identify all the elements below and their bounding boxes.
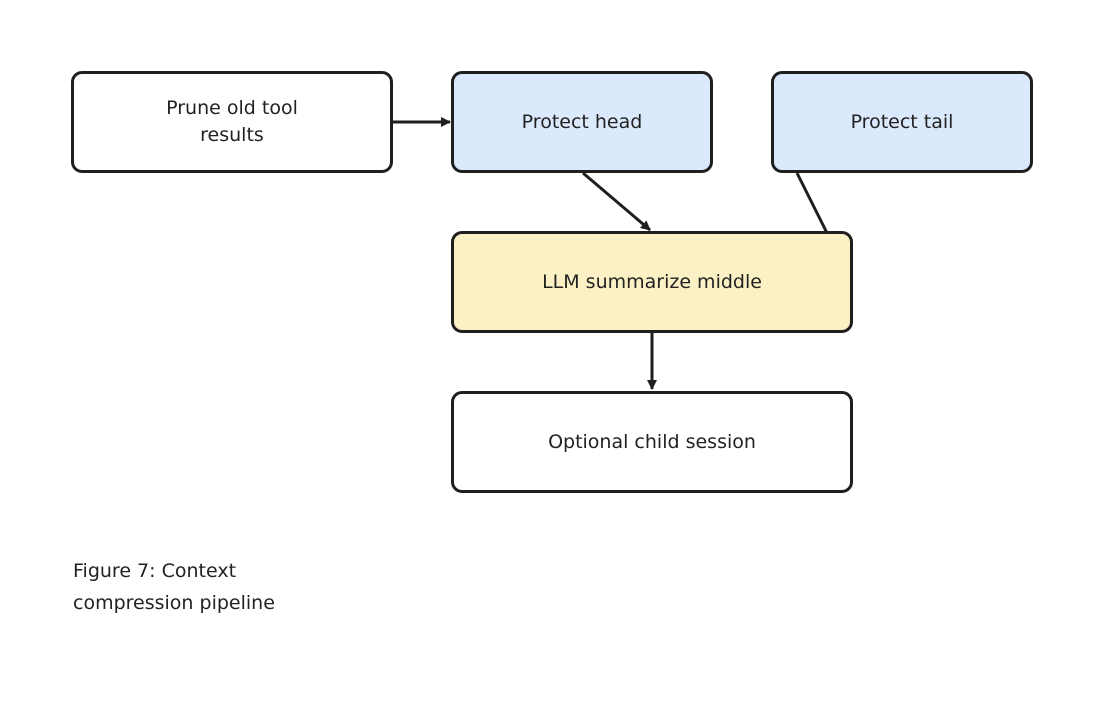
figure-caption-line-1: Figure 7: Context <box>73 560 237 582</box>
node-llm-summarize-middle: LLM summarize middle <box>451 231 853 333</box>
edge-head-to-summarize <box>582 171 651 232</box>
node-protect-tail: Protect tail <box>771 71 1033 173</box>
node-child-label: Optional child session <box>548 430 756 453</box>
figure-caption-line-2: compression pipeline <box>73 592 275 614</box>
edge-tail-to-summarize <box>795 172 829 234</box>
node-prune-old-tool-results: Prune old tool results <box>71 71 393 173</box>
node-tail-label: Protect tail <box>850 110 954 133</box>
node-summarize-label: LLM summarize middle <box>542 270 762 293</box>
node-protect-head: Protect head <box>451 71 713 173</box>
node-prune-label: Prune old tool results <box>166 97 298 146</box>
node-head-label: Protect head <box>521 110 643 133</box>
node-optional-child-session: Optional child session <box>451 391 853 493</box>
figure-caption: Figure 7: Context compression pipeline <box>73 555 333 619</box>
